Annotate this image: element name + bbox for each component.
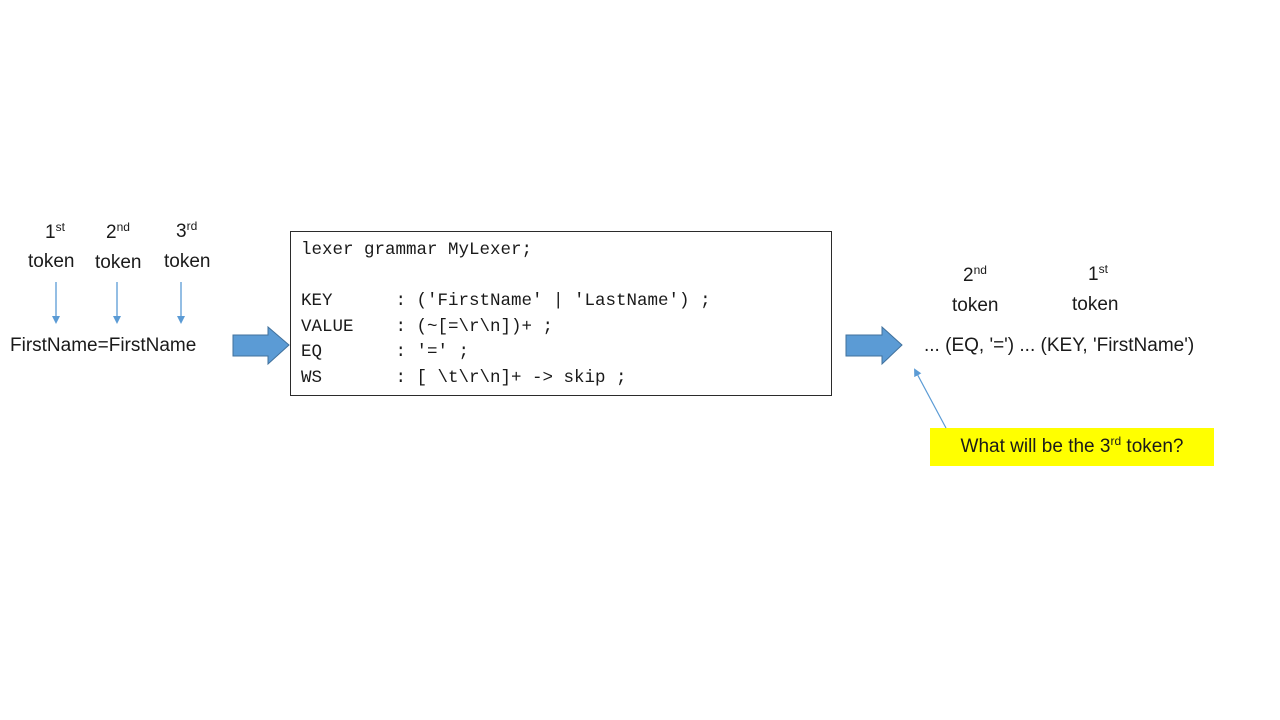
input-token-2-label: token bbox=[95, 252, 142, 273]
grammar-line-3: KEY : ('FirstName' | 'LastName') ; bbox=[301, 291, 711, 311]
input-token-2-ordinal: 2nd bbox=[106, 220, 130, 243]
output-token-2-ordinal: 2nd bbox=[963, 263, 987, 286]
input-token-3-ordinal: 3rd bbox=[176, 219, 198, 242]
grammar-line-6: WS : [ \t\r\n]+ -> skip ; bbox=[301, 368, 627, 388]
input-to-lexer-arrow bbox=[232, 325, 290, 366]
lexer-grammar-box: lexer grammar MyLexer; KEY : ('FirstName… bbox=[290, 231, 832, 396]
grammar-line-4: VALUE : (~[=\r\n])+ ; bbox=[301, 317, 554, 337]
lexer-to-output-arrow bbox=[845, 325, 903, 366]
grammar-line-5: EQ : '=' ; bbox=[301, 342, 470, 362]
input-token-1-ordinal: 1st bbox=[45, 220, 65, 243]
question-callout: What will be the 3rd token? bbox=[930, 428, 1214, 466]
input-token-3-label: token bbox=[164, 251, 211, 272]
output-token-1-label: token bbox=[1072, 294, 1119, 315]
output-token-stream: ... (EQ, '=') ... (KEY, 'FirstName') bbox=[924, 335, 1195, 356]
input-string: FirstName=FirstName bbox=[10, 335, 197, 356]
question-pointer-arrow bbox=[914, 368, 947, 429]
input-token-1-label: token bbox=[28, 251, 75, 272]
grammar-line-1: lexer grammar MyLexer; bbox=[301, 240, 533, 260]
output-token-2-label: token bbox=[952, 295, 999, 316]
output-token-1-ordinal: 1st bbox=[1088, 262, 1108, 285]
